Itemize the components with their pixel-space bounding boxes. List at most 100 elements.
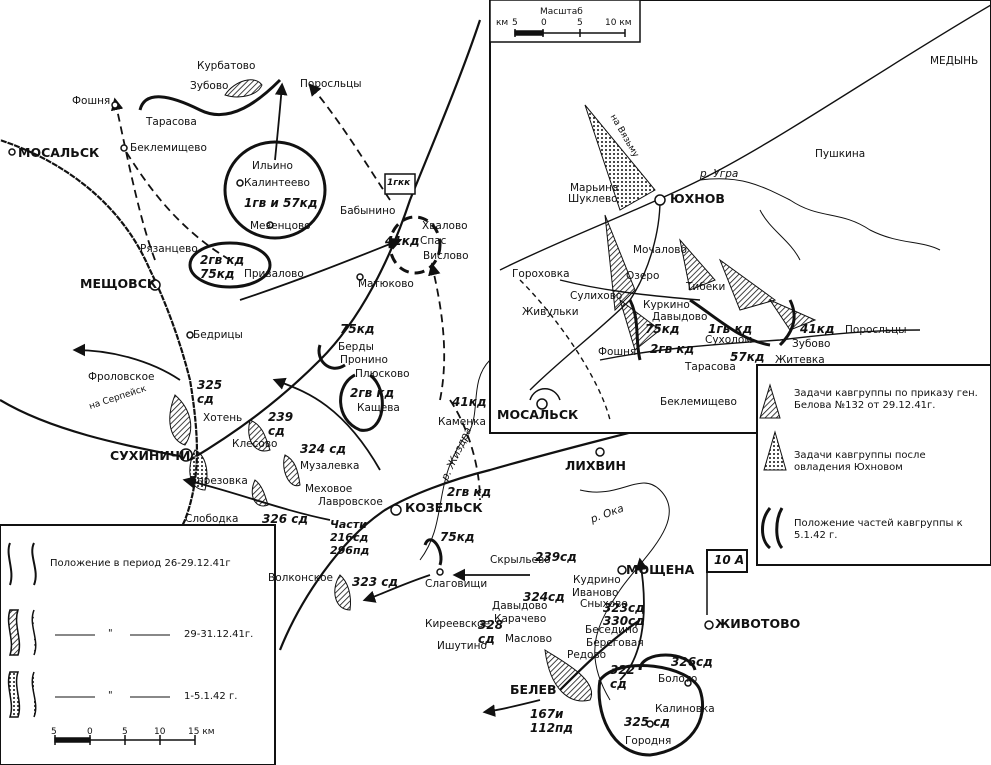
label-slagovishchi: Слаговищи [425, 578, 488, 590]
legend-arrow-dotted [763, 430, 787, 471]
label-vislovo: Вислово [423, 250, 469, 262]
label-ozero: Озеро [626, 270, 660, 282]
unit-323sd-a: 323 сд [352, 575, 399, 589]
unit-2gvkd-b: 2гв кд [447, 485, 492, 499]
label-privalovo: Привалово [244, 268, 304, 280]
inset-unit-75kd: 75кд [645, 322, 680, 336]
label-babynino: Бабынино [340, 205, 396, 217]
label-sukhinichi: СУХИНИЧИ [110, 448, 191, 463]
label-beklem: Беклемищево [130, 142, 207, 154]
inset-scale-t0: 5 [512, 18, 518, 28]
label-kireevskoe: Киреевское [425, 618, 491, 630]
main-scale-bar [54, 735, 196, 745]
inset-frame [489, 0, 991, 434]
legend-right-row1: Задачи кавгруппы по приказу ген. Белова … [794, 388, 978, 411]
unit-216sd: Части 216сд 296пд [330, 518, 370, 557]
label-porosl: Поросльцы [300, 78, 362, 90]
hatched-positions [169, 79, 593, 702]
legend-sym-3 [7, 671, 37, 718]
inset-unit-2gvkd: 2гв кд [650, 342, 695, 356]
label-kalinovka: Калиновка [655, 703, 715, 715]
label-kurbatovo: Курбатово [197, 60, 256, 72]
label-kamenka: Каменка [438, 416, 486, 428]
label-zhitevka: Житевка [775, 354, 825, 366]
inset-scale-km: км [496, 18, 509, 28]
unit-41kd-a: 41кд [385, 234, 420, 248]
label-berdy: Берды [338, 341, 374, 353]
label-mosalsk: МОСАЛЬСК [18, 145, 100, 160]
label-marina: Марьина [570, 182, 619, 194]
label-berezovka: Березовка [190, 475, 248, 487]
label-ilyino: Ильино [252, 160, 293, 172]
inset-positions [529, 298, 796, 401]
unit-167i-112pd: 167и 112пд [530, 707, 574, 735]
label-spas: Спас [420, 235, 447, 247]
label-pushkina: Пушкина [815, 148, 866, 160]
label-khvalovo: Хвалово [422, 220, 468, 232]
label-frolovskoe: Фроловское [88, 371, 155, 383]
label-davydovo: Давыдово [492, 600, 548, 612]
inset-scale-t1: 0 [541, 18, 547, 28]
label-klesovo: Клесово [232, 438, 278, 450]
unit-75kd-b: 75кд [440, 530, 475, 544]
legend-left-q2: " [108, 628, 113, 639]
scale-t1: 0 [87, 727, 93, 737]
label-beklem2: Беклемищево [660, 396, 737, 408]
unit-325sd-a: 325 сд [197, 378, 223, 406]
label-sulikhovo: Сулихово [570, 290, 623, 302]
label-volkonskoe: Волконское [268, 572, 333, 584]
unit-2gv-75kd: 2гв кд 75кд [200, 253, 245, 281]
label-skryl: Скрыльево [490, 554, 551, 566]
label-zhivotovo: ЖИВОТОВО [715, 616, 801, 631]
scale-t2: 5 [122, 727, 128, 737]
label-mochalovo: Мочалово [633, 244, 687, 256]
label-pronino: Пронино [340, 354, 388, 366]
unit-239sd-a: 239 сд [268, 410, 294, 438]
label-kudrino: Кудрино [573, 574, 621, 586]
scale-t3: 10 [154, 727, 166, 737]
label-mekhovoe: Меховое [305, 483, 353, 495]
unit-239sd-b: 239сд [535, 550, 577, 564]
label-kashcheva: Кащева [357, 402, 400, 414]
scale-t4: 15 км [188, 727, 215, 737]
unit-330sd: 330сд [603, 614, 645, 628]
label-medyn: МЕДЫНЬ [930, 55, 979, 67]
unit-75kd-a: 75кд [340, 322, 375, 336]
label-mezent: Мезенцово [250, 220, 311, 232]
unit-326sd-a: 326 сд [262, 512, 309, 526]
legend-left-row1: Положение в период 26-29.12.41г [50, 558, 231, 569]
legend-sym-1 [7, 542, 37, 586]
unit-322sd: 322 сд [610, 663, 636, 691]
label-tarasova: Тарасова [146, 116, 197, 128]
label-ishutino: Ишутино [437, 640, 487, 652]
label-tibeki: Тибеки [686, 281, 726, 293]
legend-right-frame [756, 364, 991, 566]
label-beskdino: Бесединo [585, 624, 639, 636]
unit-2gvkd-a: 2гв кд [350, 386, 395, 400]
label-redovo: Редово [567, 649, 607, 661]
inset-scale-title: Масштаб [540, 7, 583, 17]
town-markers [8, 101, 714, 728]
label-khoten: Хотень [203, 412, 243, 424]
legend-left-frame [0, 524, 276, 765]
legend-right-row2: Задачи кавгруппы после овладения Юхновом [794, 450, 926, 473]
unit-325sd-b: 325 сд [624, 715, 671, 729]
legend-right-row3: Положение частей кавгруппы к 5.1.42 г. [794, 518, 963, 541]
inset-rivers [699, 178, 941, 261]
label-zhivulki: Живульки [522, 306, 579, 318]
label-karachevo: Карачево [494, 613, 547, 625]
inset-unit-57kd: 57кд [730, 350, 765, 364]
label-kozelsk: КОЗЕЛЬСК [405, 500, 483, 515]
label-foshnya: Фошня [72, 95, 111, 107]
label-beregovaya: Береговая [586, 637, 644, 649]
inset-arrows [584, 104, 817, 351]
inset-unit-1gvkd: 1гв кд [708, 322, 753, 336]
label-gorokhovka: Гороховка [512, 268, 570, 280]
inset-unit-41kd: 41кд [800, 322, 835, 336]
legend-sym-2 [7, 609, 37, 656]
label-meshchovsk: МЕЩОВСК [80, 276, 158, 291]
scale-t0: 5 [51, 727, 57, 737]
label-shuklevo: Шуклево [568, 193, 618, 205]
label-ryazant: Рязанцево [140, 243, 198, 255]
